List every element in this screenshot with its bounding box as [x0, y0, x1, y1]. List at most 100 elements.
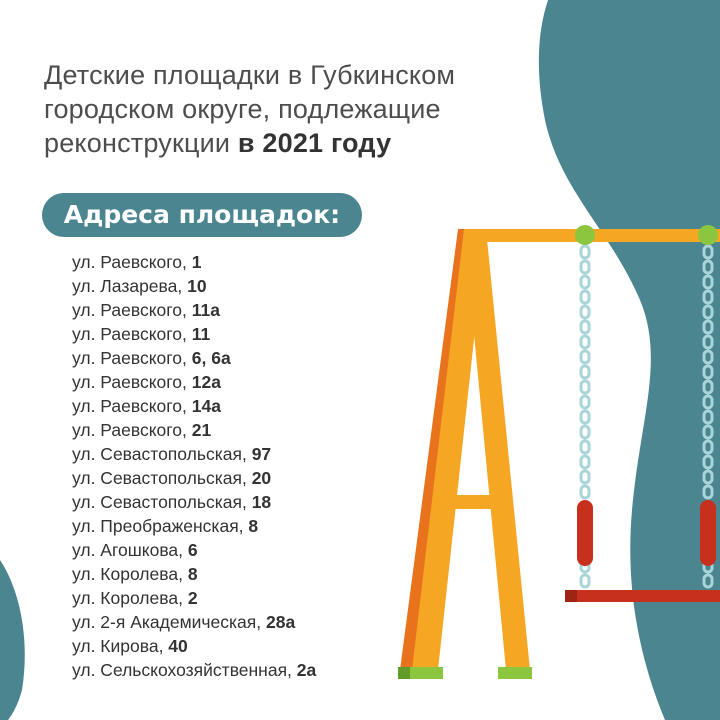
address-street: ул. Раевского,	[72, 396, 192, 416]
address-street: ул. Королева,	[72, 564, 188, 584]
joint-left	[575, 225, 595, 245]
title-line-2: городском округе, подлежащие	[44, 94, 441, 124]
chain-left-lower	[579, 573, 591, 589]
address-number: 11	[191, 324, 211, 344]
address-number: 21	[191, 420, 212, 440]
address-number: 8	[187, 564, 198, 584]
chain-right-upper	[702, 409, 714, 425]
address-street: ул. Королева,	[72, 588, 188, 608]
teal-blob-right	[538, 0, 720, 720]
chain-left-upper	[579, 424, 591, 440]
teal-blob-left	[0, 560, 25, 720]
address-number: 10	[187, 276, 207, 296]
chain-left-upper	[579, 259, 591, 275]
title-line-1: Детские площадки в Губкинском	[44, 60, 456, 90]
address-item: ул. Севастопольская, 97	[72, 442, 316, 466]
address-number: 14а	[191, 396, 221, 416]
chain-right-upper	[702, 439, 714, 455]
address-street: ул. 2-я Академическая,	[72, 612, 266, 632]
address-item: ул. Раевского, 11	[72, 322, 316, 346]
address-number: 8	[248, 516, 259, 536]
address-street: ул. Севастопольская,	[72, 468, 252, 488]
chain-left-upper	[579, 304, 591, 320]
address-street: ул. Раевского,	[72, 420, 192, 440]
chain-left-upper	[579, 469, 591, 485]
address-item: ул. Раевского, 12а	[72, 370, 316, 394]
chain-right-upper	[702, 364, 714, 380]
address-street: ул. Раевского,	[72, 300, 192, 320]
address-street: ул. Преображенская,	[72, 516, 249, 536]
address-number: 1	[191, 252, 202, 272]
chain-right-upper	[702, 259, 714, 275]
swing-set-icon	[398, 225, 720, 679]
address-number: 2	[187, 588, 198, 608]
chain-right-upper	[702, 394, 714, 410]
title-line-3: реконструкции в 2021 году	[44, 126, 564, 160]
address-item: ул. Королева, 2	[72, 586, 316, 610]
address-number: 20	[251, 468, 272, 488]
address-item: ул. Раевского, 21	[72, 418, 316, 442]
chain-right-upper	[702, 454, 714, 470]
address-item: ул. Агошкова, 6	[72, 538, 316, 562]
page-title: Детские площадки в Губкинском городском …	[44, 58, 564, 160]
address-street: ул. Кирова,	[72, 636, 169, 656]
address-street: ул. Раевского,	[72, 372, 192, 392]
chain-left-upper	[579, 289, 591, 305]
address-number: 18	[251, 492, 272, 512]
chain-right-lower	[702, 573, 714, 589]
address-street: ул. Раевского,	[72, 324, 192, 344]
joint-right	[698, 225, 718, 245]
chain-left-upper	[579, 439, 591, 455]
chain-left-upper	[579, 379, 591, 395]
chain-right-upper	[702, 304, 714, 320]
chain-left-upper	[579, 409, 591, 425]
title-line-3-regular: реконструкции	[44, 128, 238, 158]
chain-left-upper	[579, 364, 591, 380]
grip-right	[700, 500, 716, 566]
chain-right-upper	[702, 334, 714, 350]
address-item: ул. Севастопольская, 20	[72, 466, 316, 490]
chain-left-upper	[579, 394, 591, 410]
chain-right-upper	[702, 424, 714, 440]
chain-left-upper	[579, 274, 591, 290]
grip-left	[577, 500, 593, 566]
address-number: 12а	[191, 372, 221, 392]
address-number: 40	[168, 636, 188, 656]
address-street: ул. Севастопольская,	[72, 444, 252, 464]
chain-right-upper	[702, 244, 714, 260]
chain-left-upper	[579, 319, 591, 335]
address-item: ул. 2-я Академическая, 28а	[72, 610, 316, 634]
address-number: 28а	[265, 612, 296, 632]
address-item: ул. Королева, 8	[72, 562, 316, 586]
chain-right-upper	[702, 274, 714, 290]
address-street: ул. Раевского,	[72, 252, 192, 272]
frame-crossbar	[446, 495, 510, 509]
address-street: ул. Севастопольская,	[72, 492, 252, 512]
address-street: ул. Раевского,	[72, 348, 192, 368]
address-item: ул. Сельскохозяйственная, 2а	[72, 658, 316, 682]
chain-left-upper	[579, 484, 591, 500]
addresses-heading-badge: Адреса площадок:	[42, 193, 362, 237]
address-item: ул. Раевского, 14а	[72, 394, 316, 418]
title-year: в 2021 году	[237, 128, 392, 158]
chain-left-upper	[579, 334, 591, 350]
address-street: ул. Агошкова,	[72, 540, 188, 560]
addresses-heading: Адреса площадок:	[63, 200, 341, 229]
address-number: 6	[187, 540, 198, 560]
chain-right-upper	[702, 349, 714, 365]
address-number: 6, 6а	[191, 348, 231, 368]
frame-foot-right	[498, 667, 532, 679]
swing-seat	[565, 590, 720, 602]
address-street: ул. Сельскохозяйственная,	[72, 660, 297, 680]
chain-left-upper	[579, 349, 591, 365]
address-item: ул. Преображенская, 8	[72, 514, 316, 538]
address-item: ул. Севастопольская, 18	[72, 490, 316, 514]
chain-left-upper	[579, 244, 591, 260]
address-item: ул. Раевского, 1	[72, 250, 316, 274]
address-item: ул. Кирова, 40	[72, 634, 316, 658]
chain-right-upper	[702, 469, 714, 485]
chain-right-upper	[702, 319, 714, 335]
swing-seat-shade	[565, 590, 577, 602]
